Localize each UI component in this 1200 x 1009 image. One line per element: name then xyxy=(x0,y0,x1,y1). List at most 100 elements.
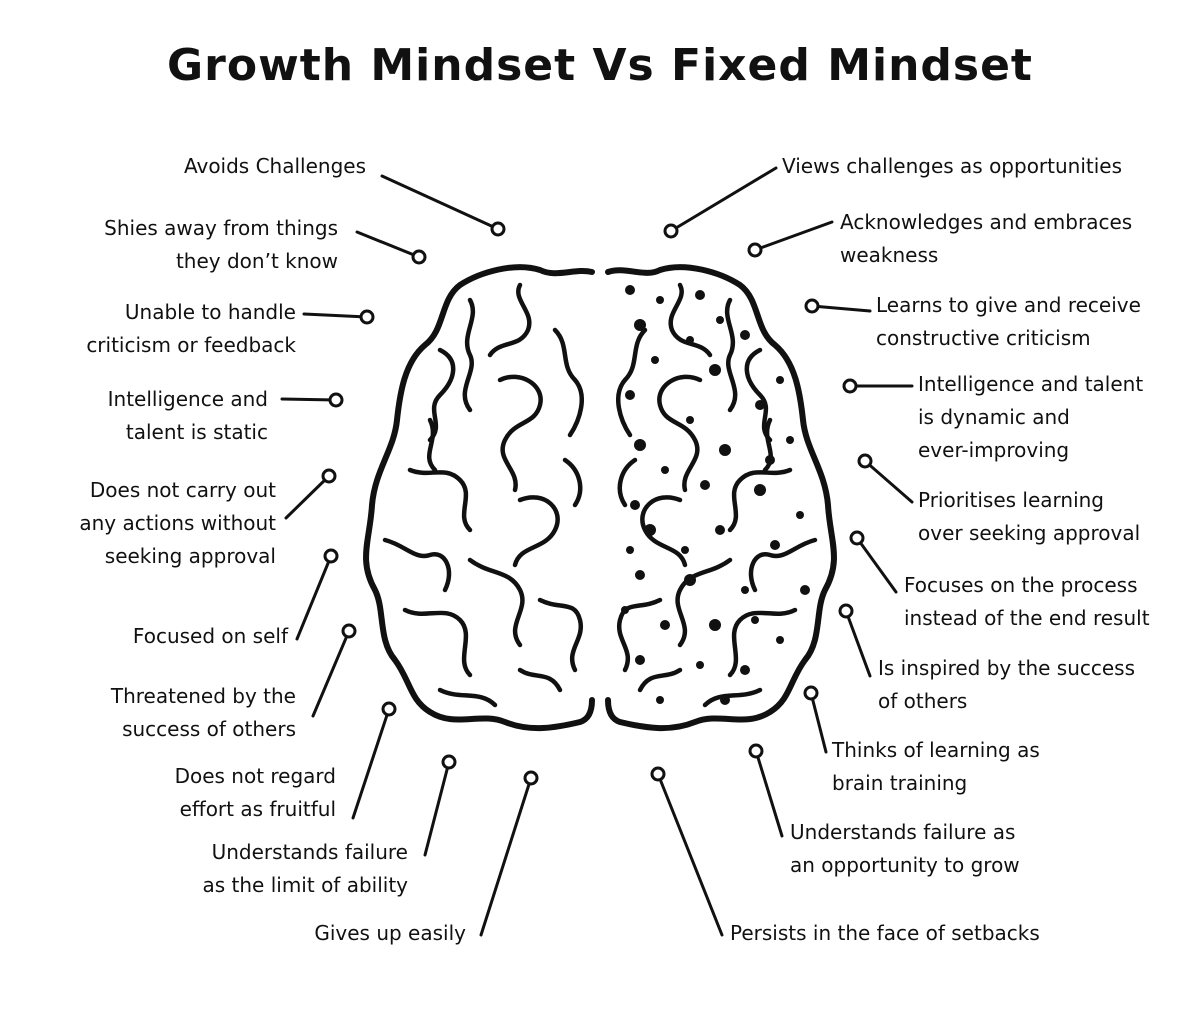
growth-connector-dot-1 xyxy=(663,223,679,239)
label-line: Avoids Challenges xyxy=(183,154,366,178)
label-line: Persists in the face of setbacks xyxy=(730,921,1040,945)
label-line: Does not regard xyxy=(174,764,336,788)
label-line: Intelligence and talent xyxy=(918,372,1144,396)
fixed-mindset-label-7: Threatened by the success of others xyxy=(111,680,296,746)
label-line: success of others xyxy=(122,717,296,741)
growth-mindset-label-8: Thinks of learning as brain training xyxy=(832,734,1040,800)
fixed-connector-line-4 xyxy=(280,397,338,402)
label-line: effort as fruitful xyxy=(179,797,336,821)
label-line: Shies away from things xyxy=(104,216,338,240)
label-line: criticism or feedback xyxy=(86,333,296,357)
right-hemisphere-speckles xyxy=(621,285,810,705)
label-line: ever-improving xyxy=(918,438,1070,462)
right-hemisphere xyxy=(605,264,837,732)
fixed-connector-line-1 xyxy=(380,174,500,231)
label-line: Intelligence and xyxy=(107,387,268,411)
growth-connector-line-8 xyxy=(809,691,828,754)
label-line: Does not carry out xyxy=(89,478,276,502)
fixed-connector-dot-5 xyxy=(321,468,337,484)
fixed-connector-dot-4 xyxy=(328,392,344,408)
label-line: instead of the end result xyxy=(904,606,1150,630)
growth-connector-dot-9 xyxy=(748,743,764,759)
left-hemisphere xyxy=(363,264,595,732)
fixed-mindset-label-1: Avoids Challenges xyxy=(184,150,366,183)
growth-connector-line-3 xyxy=(810,304,872,313)
growth-mindset-label-2: Acknowledges and embraces weakness xyxy=(840,206,1132,272)
fixed-connector-dot-2 xyxy=(411,249,427,265)
growth-mindset-label-3: Learns to give and receive constructive c… xyxy=(876,289,1141,355)
fixed-mindset-label-9: Understands failure as the limit of abili… xyxy=(203,836,409,902)
growth-connector-dot-3 xyxy=(804,298,820,314)
fixed-connector-line-6 xyxy=(295,554,333,641)
growth-connector-dot-7 xyxy=(838,603,854,619)
fixed-connector-line-10 xyxy=(479,776,533,937)
label-line: as the limit of ability xyxy=(202,873,409,897)
label-line: an opportunity to grow xyxy=(790,853,1020,877)
growth-mindset-label-6: Focuses on the process instead of the end… xyxy=(904,569,1150,635)
fixed-connector-line-8 xyxy=(351,707,391,820)
fixed-mindset-label-6: Focused on self xyxy=(133,620,288,653)
growth-mindset-label-5: Prioritises learning over seeking approva… xyxy=(918,484,1140,550)
fixed-mindset-label-10: Gives up easily xyxy=(314,917,466,950)
growth-connector-line-10 xyxy=(656,772,724,937)
growth-mindset-label-9: Understands failure as an opportunity to … xyxy=(790,816,1020,882)
fixed-connector-dot-6 xyxy=(323,548,339,564)
growth-connector-dot-2 xyxy=(747,242,763,258)
label-line: of others xyxy=(878,689,968,713)
fixed-connector-dot-9 xyxy=(441,754,457,770)
left-hemisphere-folds xyxy=(382,282,584,708)
label-line: Unable to handle xyxy=(124,300,296,324)
connector-lines xyxy=(280,166,914,937)
label-line: seeking approval xyxy=(104,544,276,568)
growth-connector-line-1 xyxy=(669,166,778,233)
label-line: Focuses on the process xyxy=(904,573,1138,597)
fixed-connector-line-9 xyxy=(423,760,451,857)
fixed-connector-line-3 xyxy=(302,312,369,319)
label-line: Threatened by the xyxy=(110,684,296,708)
growth-mindset-label-1: Views challenges as opportunities xyxy=(782,150,1122,183)
fixed-connector-line-5 xyxy=(284,474,331,520)
label-line: brain training xyxy=(832,771,968,795)
label-line: Thinks of learning as xyxy=(832,738,1040,762)
growth-connector-line-2 xyxy=(753,220,834,252)
growth-connector-dot-4 xyxy=(842,378,858,394)
label-line: they don’t know xyxy=(175,249,338,273)
label-line: Understands failure xyxy=(211,840,408,864)
brain-illustration xyxy=(363,264,837,732)
growth-mindset-label-4: Intelligence and talent is dynamic and eve… xyxy=(918,368,1143,467)
label-line: talent is static xyxy=(125,420,268,444)
fixed-mindset-label-3: Unable to handle criticism or feedback xyxy=(86,296,296,362)
label-line: constructive criticism xyxy=(876,326,1091,350)
label-line: weakness xyxy=(840,243,939,267)
label-line: Is inspired by the success xyxy=(878,656,1136,680)
label-line: Acknowledges and embraces xyxy=(840,210,1133,234)
label-line: Gives up easily xyxy=(314,921,466,945)
fixed-mindset-label-8: Does not regard effort as fruitful xyxy=(175,760,336,826)
label-line: Views challenges as opportunities xyxy=(782,154,1123,178)
growth-connector-dot-5 xyxy=(857,453,873,469)
label-line: Understands failure as xyxy=(790,820,1016,844)
diagram-title: Growth Mindset Vs Fixed Mindset xyxy=(167,40,1033,91)
growth-connector-dot-10 xyxy=(650,766,666,782)
growth-connector-dot-8 xyxy=(803,685,819,701)
label-line: Prioritises learning xyxy=(918,488,1104,512)
label-line: any actions without xyxy=(79,511,276,535)
fixed-mindset-label-5: Does not carry out any actions without see… xyxy=(79,474,276,573)
growth-connector-dot-6 xyxy=(849,530,865,546)
fixed-connector-dot-10 xyxy=(523,770,539,786)
growth-mindset-label-7: Is inspired by the success of others xyxy=(878,652,1135,718)
fixed-mindset-label-4: Intelligence and talent is static xyxy=(108,383,268,449)
fixed-connector-dot-1 xyxy=(490,221,506,237)
growth-connector-line-6 xyxy=(855,536,898,594)
fixed-connector-dot-8 xyxy=(381,701,397,717)
growth-mindset-label-10: Persists in the face of setbacks xyxy=(730,917,1040,950)
label-line: Learns to give and receive xyxy=(876,293,1141,317)
fixed-connector-line-2 xyxy=(355,230,421,259)
label-line: is dynamic and xyxy=(918,405,1070,429)
label-line: Focused on self xyxy=(132,624,288,648)
fixed-connector-dot-7 xyxy=(341,623,357,639)
fixed-mindset-label-2: Shies away from things they don’t know xyxy=(104,212,338,278)
growth-connector-line-7 xyxy=(844,609,872,678)
label-line: over seeking approval xyxy=(918,521,1141,545)
